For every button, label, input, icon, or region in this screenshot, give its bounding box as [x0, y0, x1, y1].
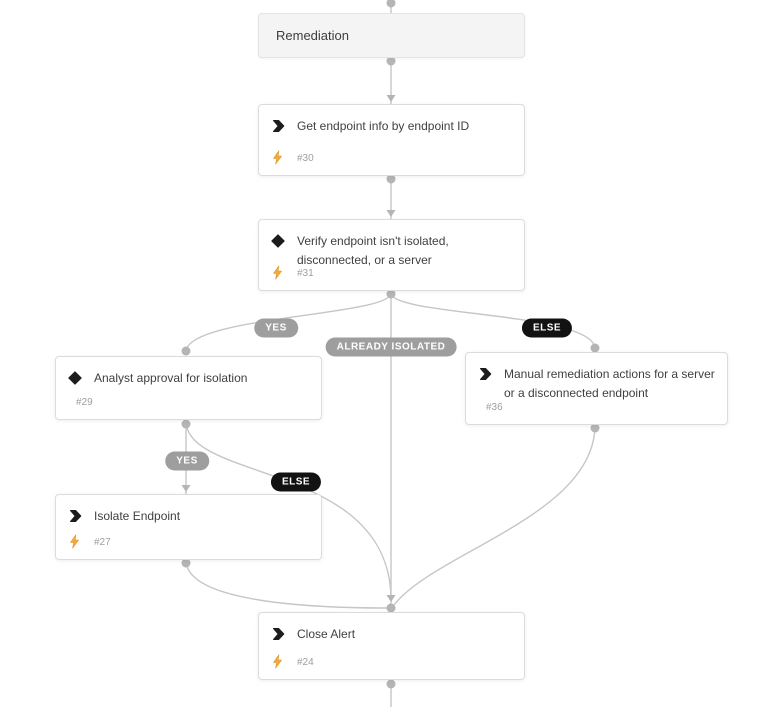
chevron-right-icon [68, 509, 82, 523]
connector-dot [386, 679, 396, 689]
condition-node-verify-endpoint[interactable]: Verify endpoint isn't isolated, disconne… [258, 219, 525, 291]
edge-verify-yes [185, 292, 392, 353]
task-title: Get endpoint info by endpoint ID [297, 119, 470, 133]
connector-dot [181, 419, 191, 429]
task-title: Manual remediation actions for a server … [504, 367, 715, 401]
connector-dot [386, 603, 396, 613]
arrowhead-icon [386, 210, 396, 217]
connector-dot [386, 56, 396, 66]
lightning-bolt-icon [272, 265, 283, 280]
edge-label-yes-2: YES [165, 451, 209, 471]
lightning-bolt-icon [272, 654, 283, 669]
arrowhead-icon [386, 595, 396, 602]
connector-dot [386, 289, 396, 299]
task-id: #27 [94, 537, 111, 548]
task-node-manual-remediation[interactable]: Manual remediation actions for a server … [465, 352, 728, 425]
task-title: Isolate Endpoint [94, 509, 181, 523]
edge-label-else-2: ELSE [270, 472, 322, 492]
task-id: #29 [76, 397, 93, 408]
lightning-bolt-icon [272, 150, 283, 165]
connector-dot [386, 174, 396, 184]
lightning-bolt-icon [69, 534, 80, 549]
chevron-right-icon [271, 627, 285, 641]
connector-dot [386, 0, 396, 8]
edge-manual-to-close [393, 424, 596, 606]
condition-diamond-icon [271, 234, 285, 248]
arrowhead-icon [181, 485, 191, 492]
edge-label-else: ELSE [521, 318, 573, 338]
connector-dot [590, 423, 600, 433]
chevron-right-icon [478, 367, 492, 381]
task-id: #30 [297, 153, 314, 164]
task-id: #36 [486, 402, 503, 413]
connector-dot [590, 343, 600, 353]
chevron-right-icon [271, 119, 285, 133]
edge-isolate-to-close [185, 559, 388, 609]
task-id: #24 [297, 657, 314, 668]
edge-verify-else [390, 292, 596, 350]
connector-dot [181, 558, 191, 568]
edge-label-yes: YES [254, 318, 298, 338]
task-node-isolate-endpoint[interactable]: Isolate Endpoint #27 [55, 494, 322, 560]
condition-node-analyst-approval[interactable]: Analyst approval for isolation #29 [55, 356, 322, 420]
connector-dot [181, 346, 191, 356]
task-node-get-endpoint-info[interactable]: Get endpoint info by endpoint ID #30 [258, 104, 525, 176]
task-title: Analyst approval for isolation [94, 371, 248, 385]
task-node-close-alert[interactable]: Close Alert #24 [258, 612, 525, 680]
edge-label-already-isolated: ALREADY ISOLATED [325, 337, 457, 357]
arrowhead-icon [386, 95, 396, 102]
task-id: #31 [297, 268, 314, 279]
task-title: Verify endpoint isn't isolated, disconne… [297, 234, 449, 268]
section-node-remediation[interactable]: Remediation [258, 13, 525, 58]
condition-diamond-icon [68, 371, 82, 385]
task-title: Close Alert [297, 627, 356, 641]
section-title: Remediation [276, 28, 349, 43]
